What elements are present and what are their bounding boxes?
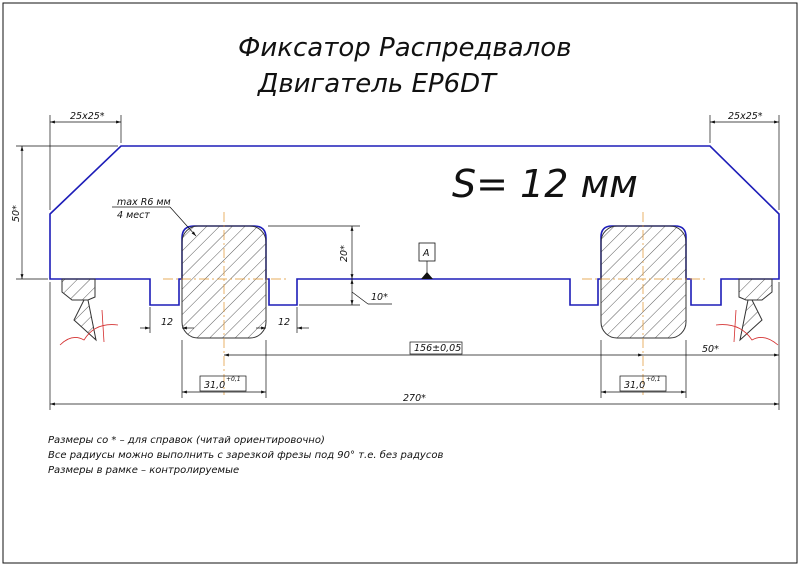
radius-leader: max R6 мм 4 мест xyxy=(112,197,197,237)
dim-lobe-height: 20* xyxy=(268,225,360,279)
title-line-1: Фиксатор Распредвалов xyxy=(238,33,572,63)
dim-right-offset: 50* xyxy=(643,282,780,360)
dim-lobe-width-left-tol: +0,1 xyxy=(226,376,241,383)
dim-chamfer-right: 25x25* xyxy=(709,111,780,210)
dim-lobe-height-text: 20* xyxy=(339,245,350,262)
dim-lobe-width-right-tol: +0,1 xyxy=(646,376,661,383)
dim-lobe-width-right: 31,0 +0,1 xyxy=(600,340,687,398)
dim-height: 50* xyxy=(11,145,118,280)
right-side-detail xyxy=(715,278,779,346)
dim-chamfer-left-text: 25x25* xyxy=(70,111,105,122)
dim-overall-length: 270* xyxy=(49,282,780,410)
dim-notch-depth: 10* xyxy=(299,279,392,306)
note-3: Размеры в рамке – контролируемые xyxy=(48,465,239,476)
dim-overall-length-text: 270* xyxy=(403,393,426,404)
radius-note-line2: 4 мест xyxy=(117,210,150,221)
dim-height-text: 50* xyxy=(11,205,22,222)
dim-notch-depth-text: 10* xyxy=(371,292,388,303)
dim-lobe-width-right-text: 31,0 xyxy=(624,380,645,391)
radius-note-line1: max R6 мм xyxy=(117,197,171,208)
datum-a: A xyxy=(418,242,436,279)
part-outline xyxy=(49,145,780,306)
datum-a-text: A xyxy=(422,248,430,259)
center-lines xyxy=(163,212,706,395)
dim-slot-right: 12 xyxy=(256,307,309,333)
note-1: Размеры со * – для справок (читай ориент… xyxy=(48,435,325,446)
dim-slot-right-text: 12 xyxy=(278,317,290,328)
thickness-label: S= 12 мм xyxy=(452,162,638,206)
dim-slot-left-text: 12 xyxy=(161,317,173,328)
notes: Размеры со * – для справок (читай ориент… xyxy=(48,435,443,476)
dim-chamfer-left: 25x25* xyxy=(49,111,122,210)
dim-lobe-width-left: 31,0 +0,1 xyxy=(181,340,267,398)
note-2: Все радиусы можно выполнить с зарезкой ф… xyxy=(48,449,443,461)
dim-lobe-width-left-text: 31,0 xyxy=(204,380,225,391)
dim-center-distance: 156±0,05 xyxy=(224,341,643,357)
title-line-2: Двигатель EP6DT xyxy=(257,69,498,99)
dim-chamfer-right-text: 25x25* xyxy=(728,111,763,122)
dim-right-offset-text: 50* xyxy=(702,344,719,355)
left-side-detail xyxy=(59,278,119,346)
dim-slot-left: 12 xyxy=(140,307,194,333)
dim-center-distance-text: 156±0,05 xyxy=(414,343,461,354)
camshaft-section-right xyxy=(600,225,687,339)
